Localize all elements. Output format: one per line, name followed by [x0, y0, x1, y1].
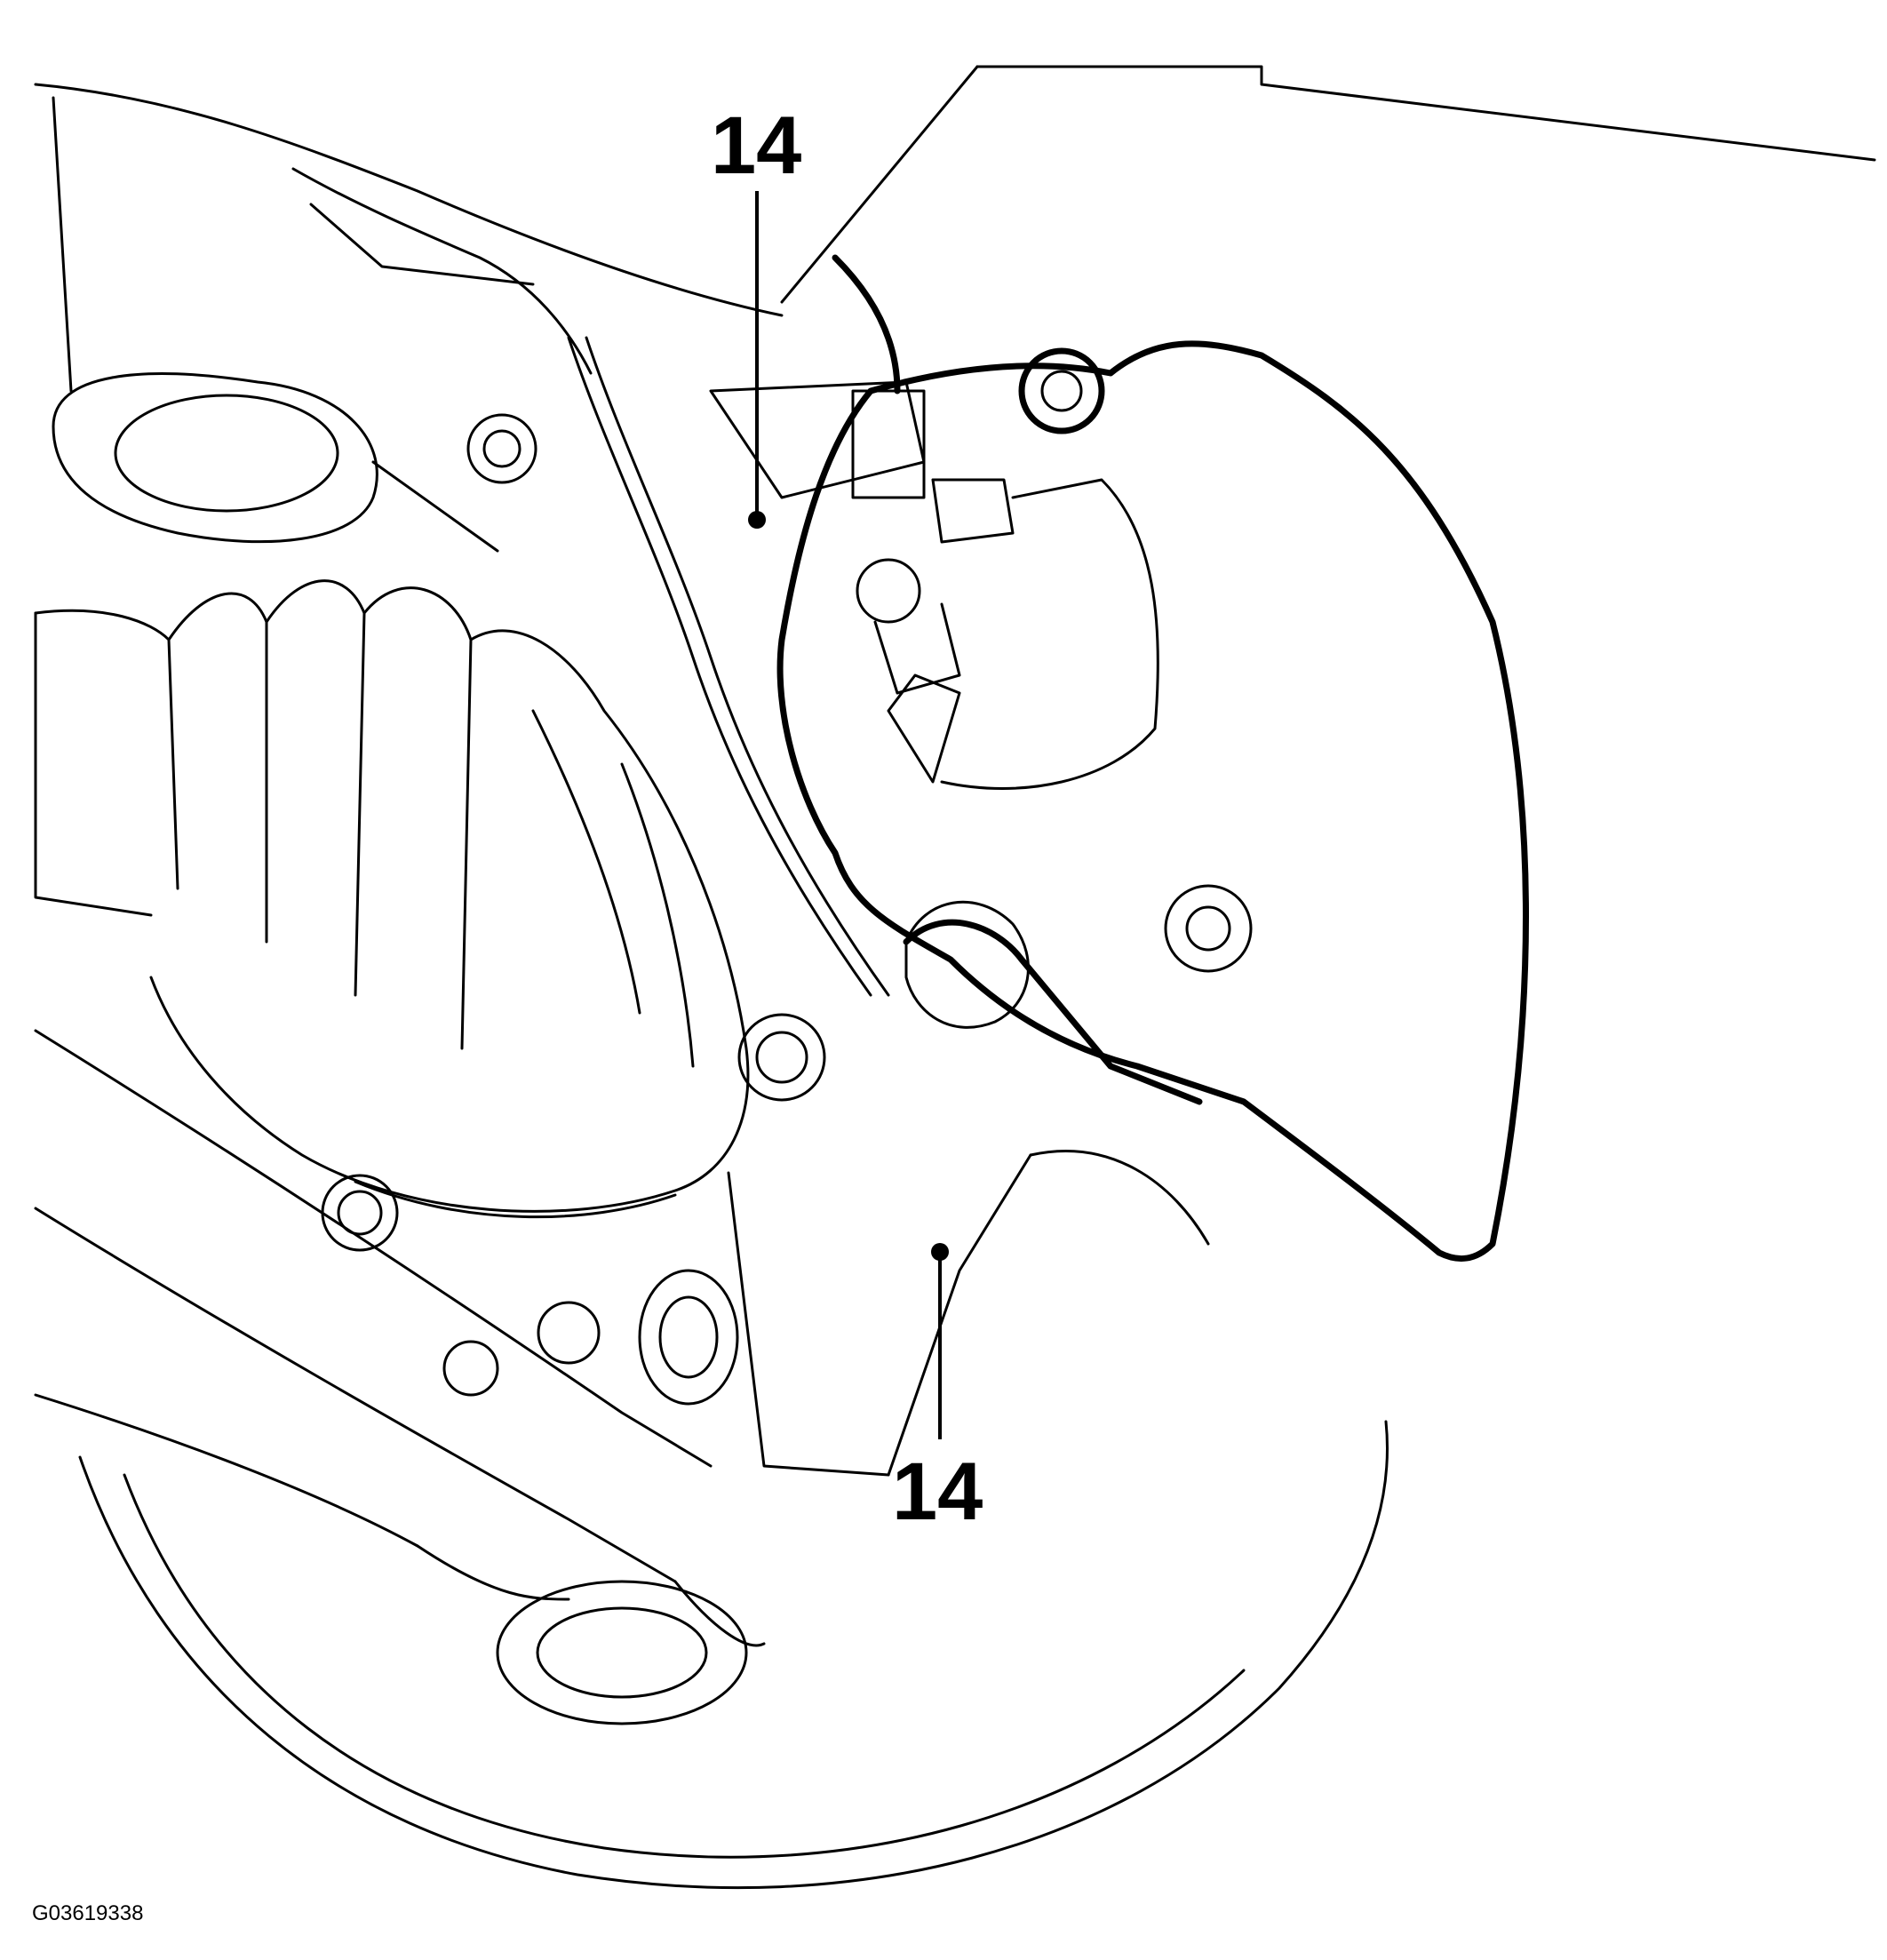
cv-joint-boot — [34, 579, 750, 1219]
callout-1-leader — [748, 191, 766, 529]
lower-knuckle-bolts — [321, 1013, 826, 1406]
callout-label-upper: 14 — [711, 100, 802, 191]
body-panel-outline — [34, 65, 1876, 393]
strut-mount — [52, 372, 499, 553]
upper-knuckle-bolt — [466, 413, 537, 484]
figure-id: G03619338 — [32, 1901, 144, 1925]
callout-2-leader — [931, 1243, 949, 1439]
steering-knuckle — [709, 380, 1210, 1477]
lower-control-arm — [34, 1029, 766, 1725]
brake-hose — [832, 254, 961, 695]
callout-label-lower: 14 — [892, 1446, 983, 1537]
abs-sensor-cable — [291, 167, 890, 997]
brake-caliper — [776, 340, 1529, 1263]
brake-rotor — [78, 1420, 1389, 1890]
